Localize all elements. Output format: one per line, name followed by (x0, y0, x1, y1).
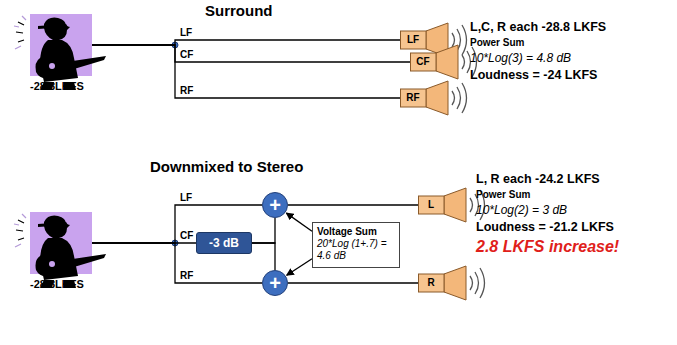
result-text: Loudness = -24 LKFS (470, 68, 597, 82)
sound-waves (452, 83, 467, 113)
plus-sign: + (269, 195, 281, 215)
measure-text: L, R each -24.2 LKFS (476, 172, 600, 186)
speaker-body (419, 274, 445, 292)
speaker-cone (426, 81, 448, 115)
channel-name: LF (179, 27, 193, 38)
signal-line (288, 282, 418, 283)
summing-junction: + (262, 192, 288, 218)
speaker-cone (444, 188, 466, 222)
speaker: RF (400, 80, 450, 116)
signal-line (92, 45, 400, 98)
channel-name: CF (179, 49, 194, 60)
signal-line (92, 45, 410, 62)
signal-line (252, 218, 275, 243)
note-text: Power Sum (476, 189, 530, 200)
signal-line (286, 213, 312, 231)
speaker-cone (436, 45, 458, 79)
summing-junction: + (262, 270, 288, 296)
speaker-shape (418, 187, 468, 223)
section-title: Surround (205, 2, 273, 19)
highlight-text: 2.8 LKFS increase! (476, 238, 619, 256)
channel-label: LF (400, 31, 426, 49)
measure-text: L,C, R each -28.8 LKFS (470, 20, 606, 34)
gain-box: -3 dB (196, 232, 252, 254)
channel-label: R (418, 274, 444, 292)
formula-text: 10*Log(2) = 3 dB (476, 203, 567, 217)
speaker-shape (418, 265, 468, 301)
plus-sign: + (269, 273, 281, 293)
speaker: CF (410, 44, 460, 80)
guitarist-icon (14, 212, 106, 288)
channel-name: RF (179, 270, 194, 281)
level-label: -28.8LKFS (30, 80, 84, 92)
channel-name: RF (179, 85, 194, 96)
speaker-cone (444, 266, 466, 300)
note-heading: Voltage Sum (317, 226, 395, 238)
gain-text: -3 dB (209, 236, 239, 250)
channel-label: CF (410, 53, 436, 71)
result-text: Loudness = -21.2 LKFS (476, 220, 614, 234)
channel-name: LF (179, 192, 193, 203)
speaker-body (419, 196, 445, 214)
speaker-body (401, 31, 427, 49)
speaker-body (401, 89, 427, 107)
formula-text: 10*Log(3) = 4.8 dB (470, 51, 571, 65)
speaker-body (411, 53, 437, 71)
guitarist-source: -28.8LKFS (30, 14, 92, 76)
level-label: -28.8LKFS (30, 278, 84, 290)
signal-line (287, 259, 312, 276)
channel-name: CF (179, 230, 194, 241)
note-box: Voltage Sum20*Log (1+.7) = 4.6 dB (312, 222, 400, 268)
note-text: Power Sum (470, 37, 524, 48)
signal-line (288, 204, 418, 205)
signal-line (252, 243, 275, 270)
speaker: R (418, 265, 468, 301)
signal-line (92, 40, 400, 45)
sound-waves (470, 268, 485, 298)
guitarist-icon (14, 14, 106, 90)
channel-label: L (418, 196, 444, 214)
guitarist-source: -28.8LKFS (30, 212, 92, 274)
speaker: L (418, 187, 468, 223)
channel-label: RF (400, 89, 426, 107)
note-formula: 20*Log (1+.7) = 4.6 dB (317, 238, 395, 262)
section-title: Downmixed to Stereo (150, 158, 303, 175)
